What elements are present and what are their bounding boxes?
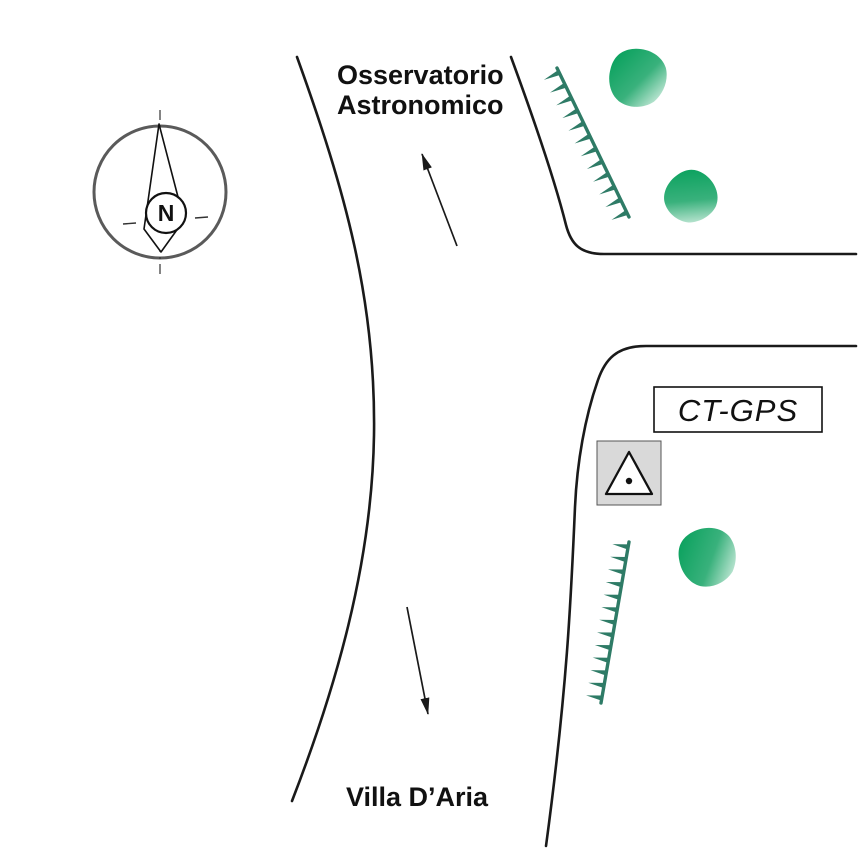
main-road-right-edge-south xyxy=(544,344,858,848)
main-road-left-edge xyxy=(290,55,376,803)
survey-triangle-icon xyxy=(604,450,654,496)
tree-icon xyxy=(654,160,728,234)
compass-left-tick xyxy=(122,222,137,225)
north-destination-label-line1: Osservatorio xyxy=(337,60,504,90)
vegetation xyxy=(609,48,747,596)
tree-icon xyxy=(609,48,667,107)
tree-icon xyxy=(669,518,747,596)
compass-right-tick xyxy=(194,216,209,219)
south-destination-label: Villa D’Aria xyxy=(346,782,489,812)
south-direction-arrow-icon xyxy=(406,606,430,715)
direction-arrows xyxy=(406,153,458,715)
compass-n-circle xyxy=(144,191,188,235)
compass-north-letter: N xyxy=(158,200,175,226)
station-label-frame xyxy=(653,386,823,433)
embankment-hatch-top-icon xyxy=(543,66,631,220)
embankment-hatch-bottom-icon xyxy=(586,540,631,705)
main-road xyxy=(290,55,858,848)
north-direction-arrow-icon xyxy=(421,153,458,247)
place-labels: Osservatorio Astronomico Villa D’Aria xyxy=(337,60,504,812)
survey-point-dot xyxy=(625,477,633,485)
station-label: CT-GPS xyxy=(678,393,798,428)
main-road-right-edge-north xyxy=(509,55,858,256)
north-destination-label-line2: Astronomico xyxy=(337,90,504,120)
station-label-box: CT-GPS xyxy=(653,386,823,433)
gps-station-marker xyxy=(596,440,662,506)
compass-rose: N xyxy=(92,110,228,274)
